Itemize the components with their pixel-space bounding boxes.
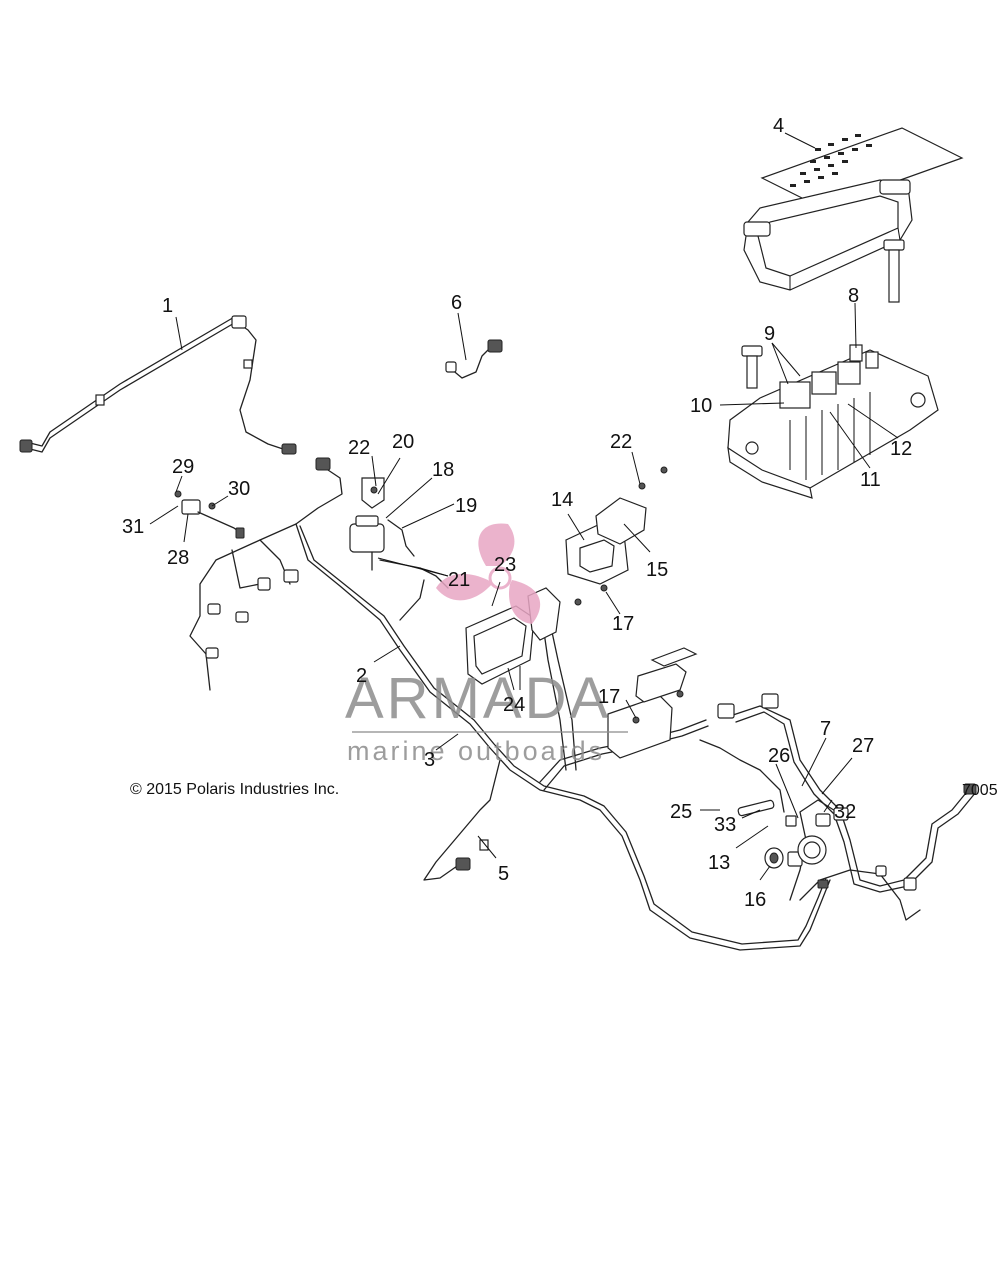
callout-18: 18 [432, 459, 454, 481]
callout-32: 32 [834, 801, 856, 823]
callout-5: 5 [498, 863, 509, 885]
harness-28 [174, 490, 245, 539]
callout-16: 16 [744, 889, 766, 911]
callout-26: 26 [768, 745, 790, 767]
main-harness-2 [189, 457, 831, 951]
callout-17-lower: 17 [598, 686, 620, 708]
callout-labels: 1 2 3 4 5 6 7 8 9 10 11 12 13 14 15 16 1… [122, 115, 912, 911]
harness-1 [19, 315, 297, 455]
callout-8: 8 [848, 285, 859, 307]
callout-28: 28 [167, 547, 189, 569]
watermark-tagline: marine outboards [347, 736, 605, 766]
relay-18-bracket [349, 477, 415, 571]
callout-31: 31 [122, 516, 144, 538]
callout-6: 6 [451, 292, 462, 314]
callout-20: 20 [392, 431, 414, 453]
callout-1: 1 [162, 295, 173, 317]
callout-21: 21 [448, 569, 470, 591]
watermark-brand: ARMADA [345, 666, 611, 731]
callout-4: 4 [773, 115, 784, 137]
fuse-box-bolt-right [883, 239, 905, 303]
callout-17-upper: 17 [612, 613, 634, 635]
callout-14: 14 [551, 489, 573, 511]
callout-29: 29 [172, 456, 194, 478]
right-harness [699, 693, 977, 921]
leader-lines [149, 132, 899, 881]
callout-22-right: 22 [610, 431, 632, 453]
callout-12: 12 [890, 438, 912, 460]
watermark-logo: ARMADA marine outboards [345, 523, 628, 766]
callout-15: 15 [646, 559, 668, 581]
fuse-box-base [727, 344, 939, 499]
fuse-box-bolt-left [741, 345, 763, 389]
ecu-23 [465, 587, 561, 685]
fuse-box-cover [743, 179, 913, 291]
callout-22-left: 22 [348, 437, 370, 459]
callout-10: 10 [690, 395, 712, 417]
callout-33: 33 [714, 814, 736, 836]
callout-24: 24 [503, 694, 525, 716]
callout-23: 23 [494, 554, 516, 576]
fuse-block-small [607, 647, 698, 759]
harness-6 [445, 339, 503, 379]
screws-17 [574, 466, 668, 606]
callout-25: 25 [670, 801, 692, 823]
callout-3: 3 [424, 749, 435, 771]
callout-7: 7 [820, 718, 831, 740]
callout-9: 9 [764, 323, 775, 345]
copyright-notice: © 2015 Polaris Industries Inc. [130, 781, 339, 798]
propeller-icon [436, 523, 541, 624]
callout-30: 30 [228, 478, 250, 500]
callout-13: 13 [708, 852, 730, 874]
callout-27: 27 [852, 735, 874, 757]
figure-ref: 7005 [962, 782, 998, 799]
callout-2: 2 [356, 665, 367, 687]
callout-11: 11 [860, 469, 881, 491]
cover-15 [595, 497, 647, 545]
callout-19: 19 [455, 495, 477, 517]
grommet-16 [764, 847, 784, 869]
